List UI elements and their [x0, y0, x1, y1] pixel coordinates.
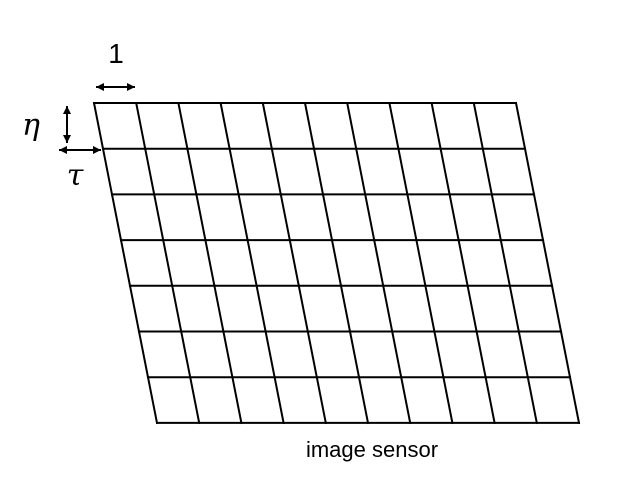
- grid-column-line: [146, 376, 159, 425]
- grid-column-line: [306, 330, 318, 379]
- grid-column-line: [373, 238, 385, 287]
- grid-column-line: [526, 376, 538, 425]
- grid-column-line: [550, 284, 563, 333]
- grid-column-line: [219, 101, 231, 150]
- grid-column-line: [541, 238, 554, 287]
- grid-column-line: [246, 238, 258, 287]
- grid-column-line: [475, 330, 487, 379]
- grid-column-line: [439, 147, 451, 196]
- grid-column-line: [237, 193, 249, 242]
- grid-column-line: [348, 330, 361, 379]
- grid-column-line: [346, 101, 358, 150]
- grid-column-line: [508, 284, 520, 333]
- grid-column-line: [288, 238, 300, 287]
- grid-column-line: [388, 101, 400, 150]
- pixel-grid: [92, 101, 581, 425]
- grid-column-line: [213, 284, 225, 333]
- grid-column-line: [430, 101, 442, 150]
- grid-column-line: [255, 284, 267, 333]
- grid-column-line: [568, 376, 581, 425]
- pixel-width-label: 1: [108, 38, 124, 69]
- grid-column-line: [128, 284, 141, 333]
- grid-column-line: [499, 238, 511, 287]
- grid-column-line: [442, 376, 454, 425]
- grid-column-line: [110, 193, 123, 242]
- grid-column-line: [315, 376, 327, 425]
- grid-column-line: [523, 147, 536, 196]
- grid-column-line: [303, 101, 316, 150]
- grid-column-line: [391, 330, 403, 379]
- grid-column-line: [514, 101, 527, 150]
- grid-column-line: [448, 193, 460, 242]
- image-sensor-caption: image sensor: [306, 437, 438, 462]
- grid-column-line: [261, 101, 273, 150]
- grid-column-line: [270, 147, 282, 196]
- grid-column-line: [228, 147, 240, 196]
- grid-column-line: [364, 193, 376, 242]
- pixel-height-label: η: [22, 108, 40, 143]
- grid-column-line: [273, 376, 285, 425]
- grid-column-line: [180, 330, 192, 379]
- grid-column-line: [92, 101, 105, 150]
- grid-column-line: [424, 284, 436, 333]
- grid-column-line: [135, 101, 147, 150]
- grid-column-line: [222, 330, 234, 379]
- grid-column-line: [355, 147, 367, 196]
- grid-column-line: [339, 284, 352, 333]
- grid-column-line: [517, 330, 529, 379]
- grid-column-line: [119, 238, 132, 287]
- grid-column-line: [415, 238, 427, 287]
- grid-column-line: [490, 193, 502, 242]
- grid-column-line: [559, 330, 572, 379]
- grid-column-line: [279, 193, 291, 242]
- grid-column-line: [330, 238, 343, 287]
- grid-column-line: [264, 330, 276, 379]
- grid-column-line: [204, 238, 216, 287]
- grid-column-line: [433, 330, 445, 379]
- grid-column-line: [195, 193, 207, 242]
- grid-column-line: [472, 101, 484, 150]
- grid-column-line: [357, 376, 370, 425]
- grid-column-line: [162, 238, 174, 287]
- grid-column-line: [321, 193, 334, 242]
- grid-column-line: [382, 284, 394, 333]
- grid-column-line: [466, 284, 478, 333]
- grid-column-line: [400, 376, 412, 425]
- grid-column-line: [484, 376, 496, 425]
- grid-column-line: [481, 147, 493, 196]
- grid-column-line: [312, 147, 325, 196]
- grid-column-line: [171, 284, 183, 333]
- grid-column-line: [532, 193, 545, 242]
- row-shift-label: τ: [67, 158, 84, 193]
- grid-column-line: [297, 284, 309, 333]
- grid-column-line: [397, 147, 409, 196]
- grid-column-line: [153, 193, 165, 242]
- grid-column-line: [406, 193, 418, 242]
- grid-column-line: [457, 238, 469, 287]
- grid-column-line: [101, 147, 114, 196]
- grid-column-line: [177, 101, 189, 150]
- grid-column-line: [189, 376, 201, 425]
- grid-column-line: [137, 330, 150, 379]
- grid-column-line: [231, 376, 243, 425]
- grid-column-line: [144, 147, 156, 196]
- grid-column-line: [186, 147, 198, 196]
